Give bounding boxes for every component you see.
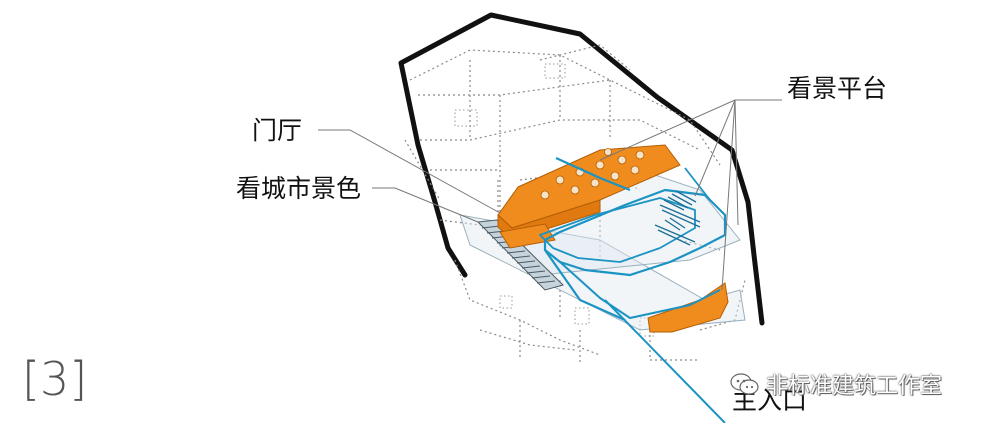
stair-landing-platform	[499, 223, 556, 249]
building-outline	[398, 12, 765, 326]
lobby-label: 门厅	[252, 116, 303, 145]
city-view-label: 看城市景色	[236, 174, 362, 203]
platform-leader-c	[734, 99, 739, 226]
small-stairs	[654, 190, 701, 246]
leader-lines	[318, 99, 782, 291]
watermark: 非标准建筑工作室	[730, 368, 942, 400]
platform-leader-b	[694, 99, 736, 197]
platform-holes	[540, 148, 645, 200]
wechat-icon	[730, 373, 759, 395]
circulation-paths	[539, 156, 727, 424]
city-view-leader	[372, 187, 479, 223]
platform-leader-d	[721, 99, 736, 291]
lobby-leader	[318, 129, 501, 214]
window-grid	[454, 63, 655, 337]
watermark-text: 非标准建筑工作室	[766, 374, 943, 399]
viewing-platform-label: 看景平台	[787, 74, 888, 103]
figure-number: [3]	[22, 352, 88, 406]
